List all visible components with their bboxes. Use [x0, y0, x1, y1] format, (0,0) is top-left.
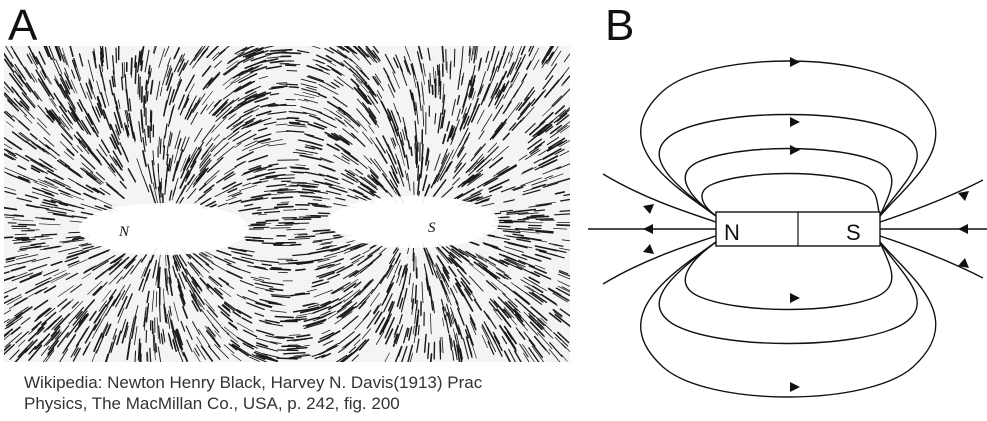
iron-filings-photo: N S: [4, 46, 570, 362]
north-pole-glow: [79, 203, 249, 255]
panel-label-a: A: [8, 4, 37, 48]
arrow-right-icon: [790, 117, 800, 127]
panel-label-b: B: [605, 4, 634, 48]
caption-line-1: Wikipedia: Newton Henry Black, Harvey N.…: [24, 372, 572, 393]
photo-north-label: N: [118, 224, 130, 240]
field-line-diagram: N S: [588, 46, 987, 416]
photo-south-label: S: [428, 220, 436, 236]
field-line: [880, 236, 983, 278]
arrow-right-icon: [790, 382, 800, 392]
field-line: [603, 236, 716, 284]
photo-caption: Wikipedia: Newton Henry Black, Harvey N.…: [24, 372, 572, 414]
arrow-right-icon: [790, 293, 800, 303]
arrow-left-icon: [643, 224, 653, 234]
field-line: [685, 242, 892, 310]
magnet-south-label: S: [846, 220, 861, 245]
south-pole-glow: [329, 196, 499, 248]
magnet-north-label: N: [724, 220, 740, 245]
field-line: [641, 242, 936, 397]
caption-line-2: Physics, The MacMillan Co., USA, p. 242,…: [24, 393, 572, 414]
arrow-left-icon: [958, 191, 969, 201]
arrow-left-icon: [643, 204, 654, 214]
field-line: [641, 61, 936, 216]
arrow-right-icon: [790, 145, 800, 155]
field-line: [702, 174, 880, 217]
field-line: [603, 174, 716, 222]
arrow-right-icon: [790, 57, 800, 67]
field-line: [880, 180, 983, 222]
arrow-left-icon: [958, 224, 968, 234]
arrow-left-icon: [643, 244, 654, 254]
